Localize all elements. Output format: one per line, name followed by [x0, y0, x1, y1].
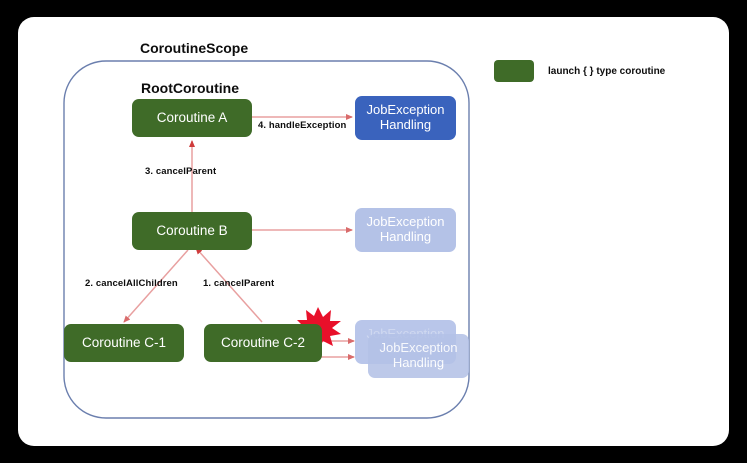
node-job-exception-handling-a[interactable]: JobException Handling — [355, 96, 456, 140]
legend-swatch-launch-coroutine — [494, 60, 534, 82]
node-job-exception-handling-b[interactable]: JobException Handling — [355, 208, 456, 252]
root-coroutine-label: RootCoroutine — [141, 80, 239, 96]
node-coroutine-c1[interactable]: Coroutine C-1 — [64, 324, 184, 362]
edge-label-cancel-parent-b-to-a: 3. cancelParent — [145, 166, 217, 177]
node-coroutine-c2[interactable]: Coroutine C-2 — [204, 324, 322, 362]
node-coroutine-a[interactable]: Coroutine A — [132, 99, 252, 137]
edge-label-handle-exception: 4. handleException — [258, 120, 347, 131]
node-job-exception-handling-c-front[interactable]: JobException Handling — [368, 334, 469, 378]
edge-label-cancel-parent-c2-to-b: 1. cancelParent — [203, 278, 275, 289]
edge-label-cancel-all-children: 2. cancelAllChildren — [85, 278, 178, 289]
legend-label-launch-coroutine: launch { } type coroutine — [548, 66, 666, 77]
scope-label: CoroutineScope — [140, 40, 249, 56]
node-coroutine-b[interactable]: Coroutine B — [132, 212, 252, 250]
